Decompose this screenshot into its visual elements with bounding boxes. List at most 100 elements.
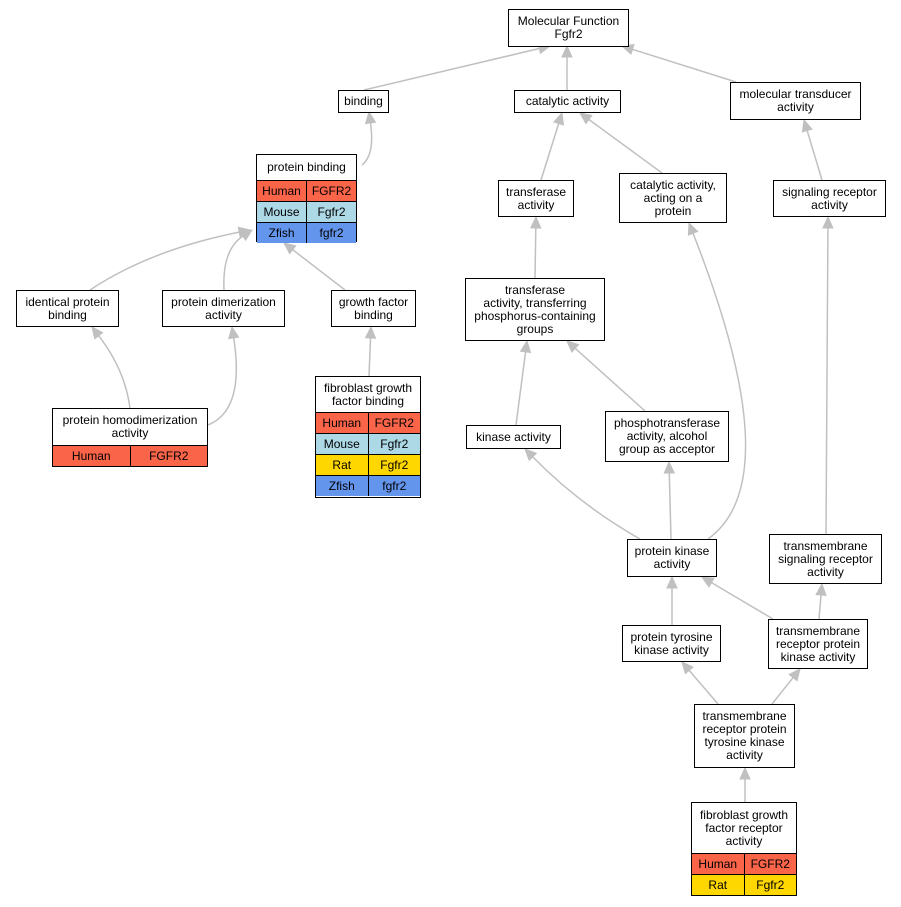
- edge-identical_binding-to-protein_binding: [89, 231, 240, 291]
- gene-cell: Fgfr2: [367, 455, 421, 475]
- edge-tm_rpk-to-protein_kinase: [711, 581, 774, 620]
- node-label: protein homodimerization activity: [62, 413, 198, 440]
- arrowhead: [801, 118, 813, 133]
- arrowhead: [239, 229, 254, 242]
- arrowhead: [700, 576, 715, 588]
- node-signaling-receptor[interactable]: signaling receptor activity: [773, 180, 886, 217]
- edge-protein_binding-to-binding: [361, 122, 373, 166]
- edge-tm_rtk-to-tm_rpk: [771, 677, 794, 705]
- node-label: protein binding: [267, 160, 346, 174]
- species-cell: Rat: [708, 878, 728, 892]
- node-dimerization[interactable]: protein dimerization activity: [162, 290, 285, 327]
- edge-mol_transducer-to-root: [632, 48, 737, 83]
- node-binding[interactable]: binding: [338, 90, 389, 113]
- ortholog-row: Mouse Fgfr2: [257, 201, 356, 222]
- node-cat-protein[interactable]: catalytic activity, acting on a protein: [619, 173, 727, 223]
- arrowhead: [364, 325, 377, 339]
- gene-cell: Fgfr2: [743, 875, 797, 895]
- edge-protein_kinase-to-kinase: [532, 456, 641, 540]
- gene-cell: FGFR2: [306, 181, 356, 201]
- node-tyrosine-kinase[interactable]: protein tyrosine kinase activity: [622, 625, 721, 662]
- edge-homodimerization-to-identical_binding: [98, 335, 131, 409]
- edge-gf_binding-to-protein_binding: [292, 249, 346, 291]
- arrowhead: [519, 339, 532, 354]
- arrowhead: [822, 215, 834, 229]
- arrowhead: [91, 326, 104, 340]
- node-identical-binding[interactable]: identical protein binding: [16, 290, 119, 327]
- edge-phosphotransferase-to-transferase_phos: [574, 347, 646, 412]
- arrowhead: [666, 575, 678, 589]
- ortholog-row: Human FGFR2: [53, 445, 207, 466]
- ortholog-row: Rat Fgfr2: [316, 454, 420, 475]
- node-root[interactable]: Molecular Function Fgfr2: [508, 9, 629, 47]
- arrowhead: [566, 340, 580, 353]
- node-tm-rtk[interactable]: transmembrane receptor protein tyrosine …: [694, 704, 795, 768]
- arrowhead: [739, 766, 751, 780]
- edge-kinase-to-transferase_phos: [515, 351, 527, 426]
- gene-cell: FGFR2: [367, 413, 421, 433]
- arrowhead: [815, 582, 827, 596]
- ortholog-row: Zfish fgfr2: [316, 475, 420, 496]
- arrowhead: [530, 215, 542, 229]
- edge-transferase-to-catalytic: [540, 123, 560, 181]
- node-catalytic[interactable]: catalytic activity: [514, 90, 621, 113]
- edge-binding-to-root: [363, 47, 540, 91]
- node-phosphotransferase[interactable]: phosphotransferase activity, alcohol gro…: [605, 411, 729, 462]
- arrowhead: [579, 112, 593, 125]
- arrowhead: [687, 221, 699, 236]
- node-protein-kinase[interactable]: protein kinase activity: [627, 539, 717, 577]
- node-fgf-receptor[interactable]: fibroblast growth factor receptor activi…: [691, 802, 797, 896]
- species-cell: Zfish: [268, 226, 295, 240]
- node-label: fibroblast growth factor receptor activi…: [699, 807, 789, 848]
- gene-cell: FGFR2: [743, 854, 797, 874]
- node-gf-binding[interactable]: growth factor binding: [331, 290, 416, 327]
- edge-transferase_phos-to-transferase: [534, 227, 537, 279]
- arrowhead: [524, 448, 538, 462]
- gene-cell: FGFR2: [129, 446, 208, 466]
- edge-tm_signaling-to-signaling_receptor: [825, 227, 829, 535]
- edge-fgf_binding-to-gf_binding: [368, 337, 372, 377]
- arrowhead: [228, 325, 240, 340]
- ortholog-row: Zfish fgfr2: [257, 222, 356, 243]
- species-cell: Mouse: [263, 205, 300, 219]
- node-tm-rpk[interactable]: transmembrane receptor protein kinase ac…: [768, 619, 868, 669]
- species-cell: Human: [698, 857, 738, 871]
- arrowhead: [788, 668, 801, 682]
- edge-cat_protein-to-catalytic: [588, 118, 663, 174]
- node-kinase[interactable]: kinase activity: [466, 425, 561, 449]
- edge-homodimerization-to-dimerization: [207, 337, 238, 426]
- ortholog-row: Human FGFR2: [316, 412, 420, 433]
- gene-cell: Fgfr2: [367, 434, 421, 454]
- species-cell: Mouse: [323, 437, 360, 451]
- arrowhead: [364, 110, 377, 125]
- gene-cell: fgfr2: [306, 223, 356, 243]
- arrowhead: [681, 661, 694, 675]
- ortholog-row: Mouse Fgfr2: [316, 433, 420, 454]
- edge-protein_kinase-to-cat_protein: [692, 232, 747, 540]
- edge-signaling_receptor-to-mol_transducer: [806, 130, 823, 181]
- edge-protein_kinase-to-phosphotransferase: [668, 472, 672, 540]
- node-transferase[interactable]: transferase activity: [498, 180, 574, 217]
- node-tm-signaling[interactable]: transmembrane signaling receptor activit…: [769, 534, 882, 584]
- edge-tm_rtk-to-tyrosine_kinase: [688, 669, 719, 705]
- node-transferase-phos[interactable]: transferase activity, transferring phosp…: [465, 278, 605, 341]
- species-cell: Zfish: [328, 479, 355, 493]
- gene-cell: Fgfr2: [306, 202, 356, 222]
- arrowhead: [283, 242, 297, 255]
- gene-cell: fgfr2: [367, 476, 421, 496]
- node-mol-transducer[interactable]: molecular transducer activity: [730, 82, 861, 120]
- ortholog-row: Human FGFR2: [692, 853, 796, 874]
- species-cell: Rat: [332, 458, 352, 472]
- species-cell: Human: [322, 416, 362, 430]
- ortholog-row: Rat Fgfr2: [692, 874, 796, 895]
- edge-tm_rpk-to-tm_signaling: [818, 594, 822, 620]
- species-cell: Human: [71, 449, 111, 463]
- arrowhead: [663, 460, 676, 474]
- edge-dimerization-to-protein_binding: [223, 235, 244, 291]
